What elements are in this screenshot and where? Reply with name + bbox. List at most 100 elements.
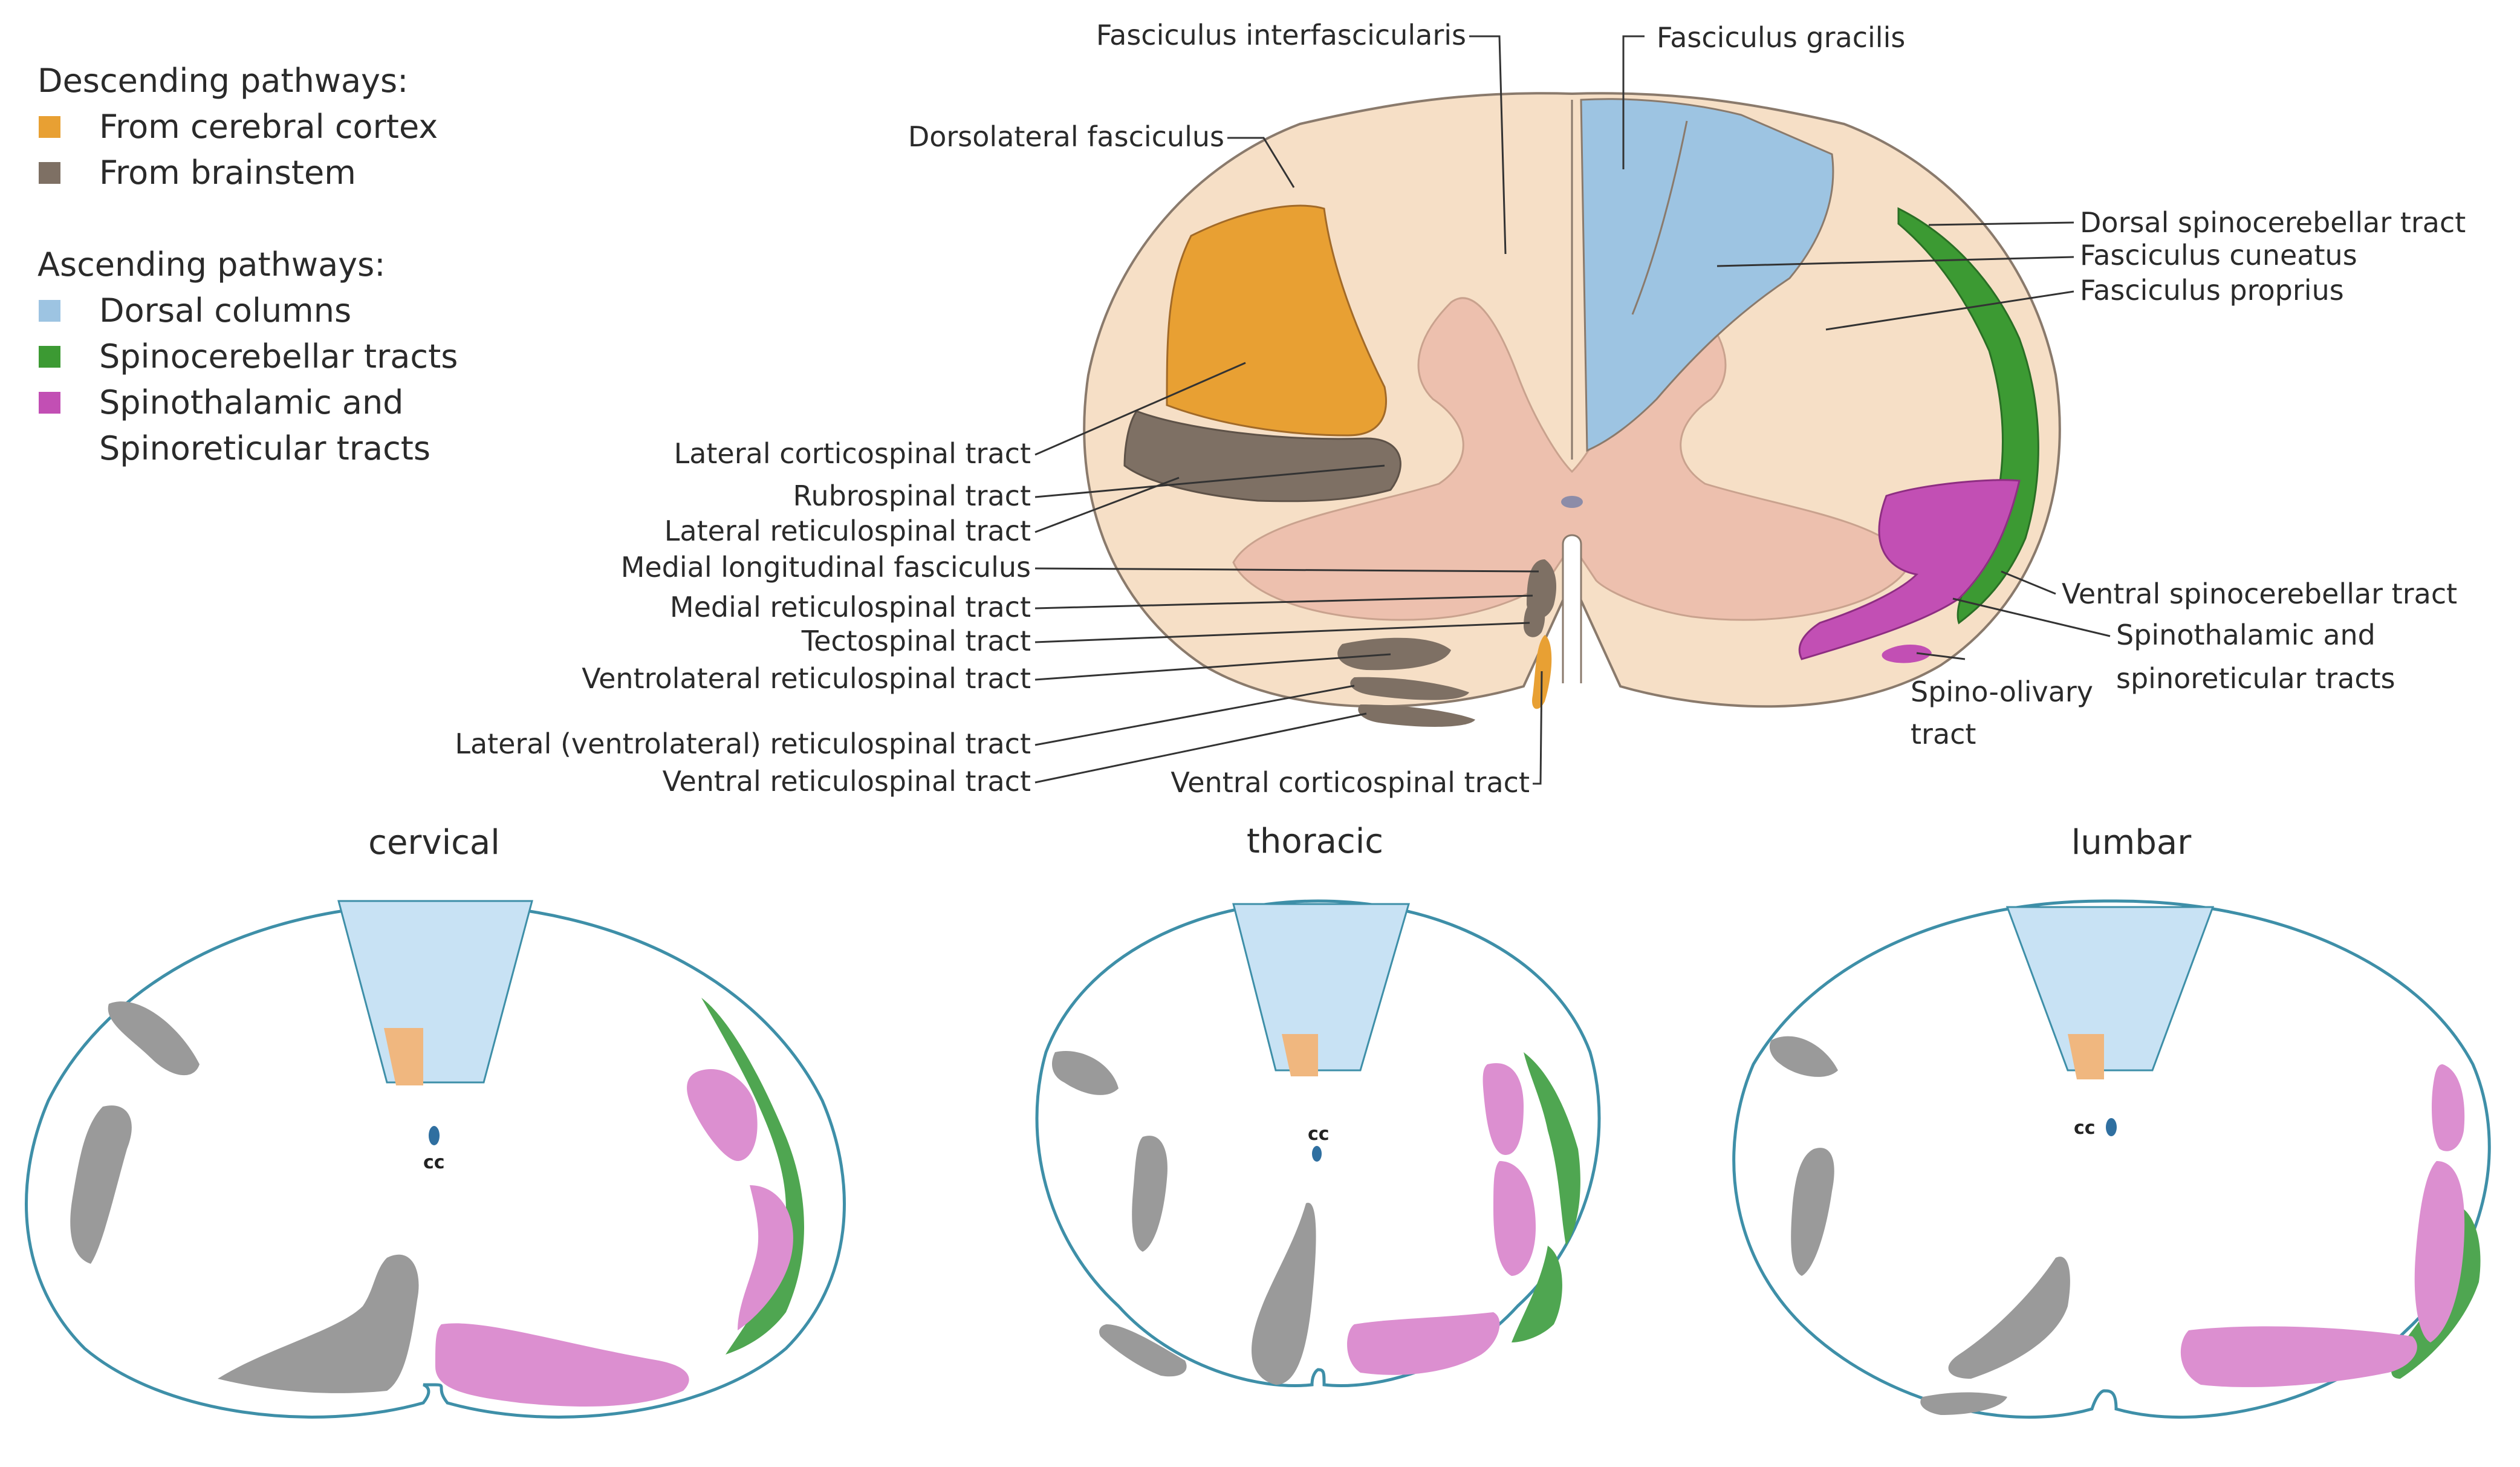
label-lateral-reticulospinal: Lateral reticulospinal tract [664, 515, 1031, 547]
corticospinal-dorsal-lumbar [2068, 1034, 2104, 1079]
label-spinothalamic-1: Spinothalamic and [2116, 619, 2375, 651]
label-spino-olivary-1: Spino-olivary [1911, 675, 2093, 708]
legend-swatch-brainstem [39, 162, 60, 184]
label-rubrospinal: Rubrospinal tract [793, 480, 1031, 512]
central-canal-thoracic [1312, 1146, 1322, 1162]
main-cross-section [1083, 92, 2061, 727]
tract-grey-3-thoracic [1252, 1203, 1316, 1385]
leader-lateral-corticospinal [1034, 362, 1246, 456]
leader-ventral-corticospinal [1533, 671, 1543, 785]
tract-grey-4-thoracic [1099, 1324, 1187, 1377]
legend: Descending pathways: From cerebral corte… [37, 62, 458, 467]
section-title-lumbar: lumbar [2071, 823, 2192, 862]
leader-dorsal-spinocerebellar [1928, 221, 2074, 226]
leader-medial-reticulospinal [1034, 594, 1533, 610]
spino-olivary-tract [1882, 644, 1932, 663]
legend-swatch-dorsal-columns [39, 300, 60, 322]
label-ventral-reticulospinal: Ventral reticulospinal tract [663, 765, 1031, 798]
cc-label-thoracic: cc [1308, 1124, 1330, 1145]
corticospinal-dorsal-thoracic [1282, 1034, 1318, 1076]
leader-mlf [1034, 567, 1539, 573]
legend-swatch-cortex [39, 116, 60, 138]
spinothalamic-2-thoracic [1493, 1161, 1536, 1276]
corticospinal-dorsal-cervical [384, 1028, 423, 1085]
legend-label-spinothalamic: Spinothalamic and [99, 383, 403, 421]
legend-descending-heading: Descending pathways: [37, 62, 408, 100]
label-ventral-spinocerebellar: Ventral spinocerebellar tract [2062, 577, 2457, 610]
label-fasciculus-cuneatus: Fasciculus cuneatus [2080, 239, 2357, 272]
label-lateral-ventrolateral-reticulospinal: Lateral (ventrolateral) reticulospinal t… [455, 727, 1031, 760]
legend-ascending-heading: Ascending pathways: [37, 246, 385, 284]
legend-label-spinoreticular: Spinoreticular tracts [99, 429, 430, 467]
label-medial-reticulospinal: Medial reticulospinal tract [670, 591, 1031, 623]
labels: Fasciculus interfascicularis Fasciculus … [455, 19, 2466, 799]
leader-ventral-reticulospinal [1034, 712, 1367, 784]
leader-dorsolateral [1227, 137, 1295, 188]
label-spino-olivary-2: tract [1911, 718, 1976, 750]
cc-label-cervical: cc [423, 1152, 445, 1173]
label-medial-longitudinal: Medial longitudinal fasciculus [621, 551, 1031, 584]
legend-label-brainstem: From brainstem [99, 154, 356, 192]
section-thoracic: thoracic cc [1035, 822, 1601, 1387]
label-spinothalamic-2: spinoreticular tracts [2116, 662, 2395, 695]
legend-swatch-spinocerebellar [39, 346, 60, 368]
label-fasciculus-proprius: Fasciculus proprius [2080, 274, 2344, 307]
label-dorsolateral-fasciculus: Dorsolateral fasciculus [908, 120, 1224, 153]
central-canal [1561, 496, 1583, 508]
legend-label-spinocerebellar: Spinocerebellar tracts [99, 337, 458, 376]
spinothalamic-1-lumbar [2432, 1064, 2465, 1151]
lateral-corticospinal-tract [1166, 204, 1387, 437]
leader-tectospinal [1034, 622, 1530, 643]
spinothalamic-1-cervical [687, 1069, 758, 1161]
spinothalamic-1-thoracic [1482, 1063, 1524, 1155]
leader-ventrolateral-reticulospinal [1034, 653, 1391, 681]
leader-proprius [1825, 290, 2074, 331]
dorsal-column-thoracic [1232, 903, 1410, 1072]
section-title-thoracic: thoracic [1247, 822, 1383, 861]
spinothalamic-3-lumbar [2180, 1326, 2417, 1387]
leader-gracilis [1622, 35, 1645, 169]
section-outline-thoracic [1035, 899, 1601, 1387]
label-lateral-corticospinal: Lateral corticospinal tract [674, 437, 1031, 470]
leader-spino-olivary [1916, 652, 1966, 660]
section-outline-lumbar [1732, 899, 2491, 1419]
spinothalamic-3-cervical [435, 1323, 689, 1407]
label-fasciculus-interfascicularis: Fasciculus interfascicularis [1096, 19, 1466, 51]
rubrospinal-reticulospinal-tract [1123, 410, 1401, 503]
label-tectospinal: Tectospinal tract [801, 625, 1031, 657]
lateral-ventrolateral-reticulospinal-tract [1350, 677, 1469, 700]
section-lumbar: lumbar cc [1732, 823, 2491, 1419]
ventrolateral-reticulospinal-tract [1337, 637, 1451, 671]
label-ventrolateral-reticulospinal: Ventrolateral reticulospinal tract [582, 662, 1031, 695]
leader-lateral-reticulospinal [1034, 477, 1180, 533]
section-title-cervical: cervical [368, 823, 500, 862]
tract-grey-2-lumbar [1791, 1148, 1834, 1276]
central-canal-cervical [429, 1126, 440, 1145]
spinocerebellar-2-thoracic [1512, 1246, 1562, 1342]
tract-grey-2-cervical [70, 1105, 132, 1264]
tectospinal-tract [1524, 602, 1545, 637]
ventral-reticulospinal-tract [1358, 704, 1475, 727]
leader-lateral-ventrolateral [1034, 685, 1355, 746]
tract-grey-1-thoracic [1052, 1051, 1119, 1095]
section-outline-cervical [25, 902, 846, 1419]
legend-swatch-spinothalamic [39, 392, 60, 414]
leader-lines [1034, 35, 2111, 785]
section-cervical: cervical cc [25, 823, 846, 1419]
spinothalamic-3-thoracic [1347, 1312, 1500, 1375]
leader-interfascicularis [1469, 35, 1507, 255]
leader-spinothalamic [1952, 597, 2111, 637]
spinothalamic-spinoreticular-tracts [1798, 479, 2021, 660]
gracilis-cuneatus-septum [1631, 120, 1688, 315]
fasciculus-gracilis-cuneatus [1580, 98, 1834, 452]
cc-label-lumbar: cc [2074, 1117, 2096, 1139]
central-canal-lumbar [2106, 1118, 2117, 1136]
spinothalamic-2-lumbar [2414, 1161, 2465, 1342]
legend-label-cortex: From cerebral cortex [99, 108, 438, 146]
tract-grey-3-lumbar [1948, 1257, 2070, 1379]
tract-grey-2-thoracic [1132, 1136, 1167, 1252]
label-dorsal-spinocerebellar: Dorsal spinocerebellar tract [2080, 206, 2466, 239]
leader-rubrospinal [1034, 464, 1385, 498]
leader-cuneatus [1716, 256, 2074, 267]
